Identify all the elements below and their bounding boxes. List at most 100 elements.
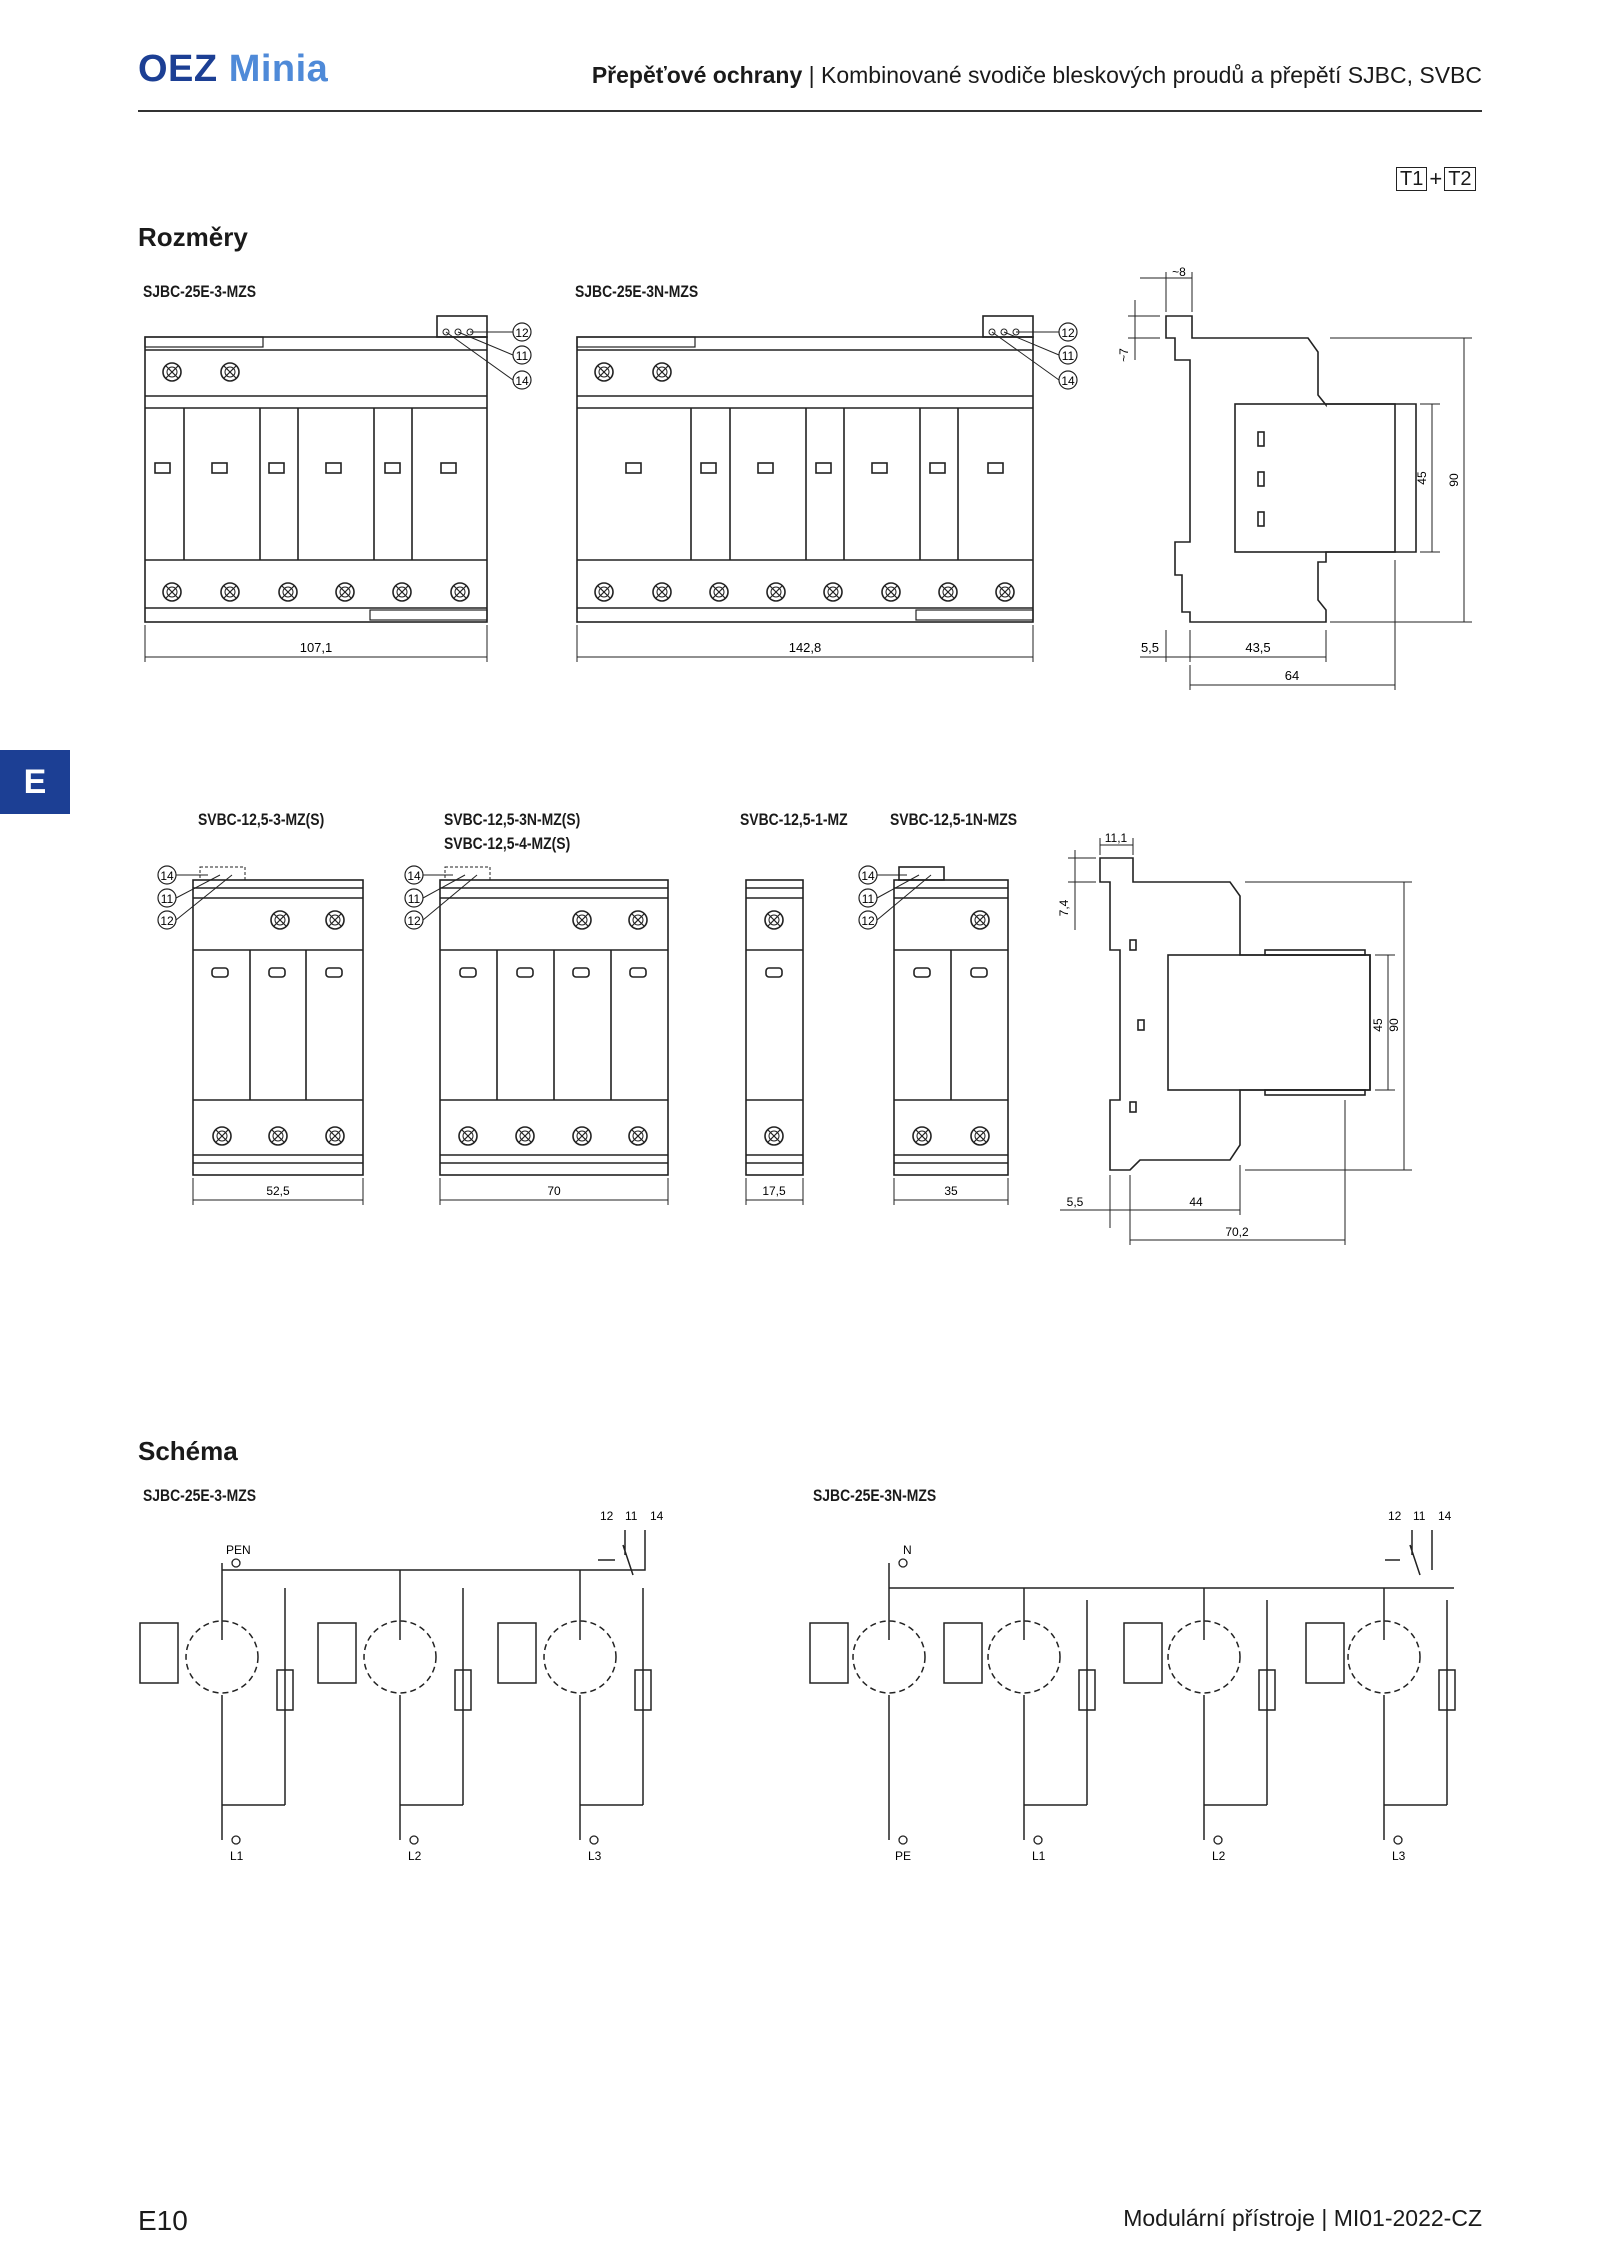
svbc-1n-width: 35 xyxy=(944,1184,958,1198)
svbc-3-screws xyxy=(212,910,345,1146)
svbc-3n-screws xyxy=(458,910,648,1146)
badge-plus: + xyxy=(1429,166,1443,191)
label-svbc-4: SVBC-12,5-4-MZ(S) xyxy=(444,834,571,853)
schema-left-l2: L2 xyxy=(408,1849,422,1863)
sjbc-side-view xyxy=(1165,315,1417,623)
schema-left-contact-11: 11 xyxy=(625,1509,638,1523)
sjbc-3-screws xyxy=(162,362,470,602)
badge-t2: T2 xyxy=(1444,167,1476,191)
sjbc-side-d-435: 43,5 xyxy=(1245,640,1270,655)
svbc-3-terminal-14: 14 xyxy=(160,869,174,883)
footer-text: Modulární přístroje | MI01-2022-CZ xyxy=(1123,2205,1482,2232)
svbc-3n-terminal-14: 14 xyxy=(407,869,421,883)
svbc-3-front xyxy=(192,866,364,1176)
schema-left-contact-14: 14 xyxy=(650,1509,664,1523)
label-sjbc-3n: SJBC-25E-3N-MZS xyxy=(575,282,699,301)
schema-right-contact-14: 14 xyxy=(1438,1509,1452,1523)
badge-t1: T1 xyxy=(1396,167,1428,191)
sjbc-3n-front xyxy=(576,315,1034,623)
dimensions-title: Rozměry xyxy=(138,222,248,252)
svbc-side-d-55: 5,5 xyxy=(1067,1195,1084,1209)
header-title-bold: Přepěťové ochrany xyxy=(591,62,803,88)
schema-title: Schéma xyxy=(138,1436,238,1466)
schema-left-pen-terminal xyxy=(231,1558,241,1568)
sjbc-3n-width: 142,8 xyxy=(789,640,822,655)
svbc-side-d-45: 45 xyxy=(1371,1018,1385,1032)
schema-right xyxy=(809,1530,1456,1840)
schema-left-l3: L3 xyxy=(588,1849,602,1863)
schema-right-pe-terminal xyxy=(898,1835,908,1845)
svbc-side-d-90: 90 xyxy=(1387,1018,1401,1032)
sjbc-3-dim xyxy=(144,625,488,662)
svbc-1n-terminal-11: 11 xyxy=(862,892,875,906)
sjbc-side-d-90: 90 xyxy=(1447,473,1461,487)
header-rule xyxy=(138,110,1482,112)
header-separator: | xyxy=(808,62,815,88)
schema-left-pen: PEN xyxy=(226,1543,251,1557)
section-side-tab: E xyxy=(0,750,70,814)
label-sjbc-3: SJBC-25E-3-MZS xyxy=(143,282,257,301)
svbc-3-callout-lines xyxy=(175,874,233,921)
svbc-1n-terminal-14: 14 xyxy=(861,869,875,883)
svbc-1n-dim xyxy=(893,1178,1009,1205)
label-schema-right: SJBC-25E-3N-MZS xyxy=(813,1486,937,1505)
svbc-3n-terminal-12: 12 xyxy=(407,914,421,928)
sjbc-3n-dim xyxy=(576,625,1034,662)
sjbc-3n-terminal-14: 14 xyxy=(1061,374,1075,388)
svbc-1-dim xyxy=(745,1178,804,1205)
schema-right-l1-terminal xyxy=(1033,1835,1043,1845)
brand-logo: OEZ Minia xyxy=(138,48,328,91)
schema-right-l2-terminal xyxy=(1213,1835,1223,1845)
footer-right-rest: MI01-2022-CZ xyxy=(1333,2205,1482,2231)
schema-right-pe: PE xyxy=(895,1849,911,1863)
sjbc-3n-terminal-11: 11 xyxy=(1062,349,1075,363)
svbc-1-width: 17,5 xyxy=(762,1184,786,1198)
sjbc-3-terminal-11: 11 xyxy=(516,349,529,363)
svbc-3-dim xyxy=(192,1178,364,1205)
svbc-1-screws xyxy=(764,910,784,1146)
footer-separator: | xyxy=(1321,2205,1328,2231)
schema-right-l2: L2 xyxy=(1212,1849,1226,1863)
svbc-side-d-74: 7,4 xyxy=(1057,899,1071,916)
brand-sub: Minia xyxy=(228,48,329,90)
label-svbc-3: SVBC-12,5-3-MZ(S) xyxy=(198,810,325,829)
sjbc-side-d-top: ~8 xyxy=(1172,265,1186,279)
schema-right-contact-12: 12 xyxy=(1388,1509,1402,1523)
schema-right-n-terminal xyxy=(898,1558,908,1568)
label-svbc-1: SVBC-12,5-1-MZ xyxy=(740,810,848,829)
label-svbc-3n: SVBC-12,5-3N-MZ(S) xyxy=(444,810,581,829)
header-title-rest: Kombinované svodiče bleskových proudů a … xyxy=(821,62,1482,88)
svbc-3n-terminal-11: 11 xyxy=(408,892,421,906)
svbc-side-d-111: 11,1 xyxy=(1105,831,1128,845)
svbc-3n-callout-lines xyxy=(422,874,478,921)
brand-main: OEZ xyxy=(138,48,218,90)
sjbc-side-d-55: 5,5 xyxy=(1141,640,1159,655)
sjbc-3-terminal-12: 12 xyxy=(515,326,529,340)
svbc-3-terminal-11: 11 xyxy=(161,892,174,906)
sjbc-3-front xyxy=(144,315,488,623)
sjbc-3-width: 107,1 xyxy=(300,640,333,655)
schema-left xyxy=(139,1530,652,1840)
sjbc-3n-screws xyxy=(594,362,1015,602)
schema-right-contact-11: 11 xyxy=(1413,1509,1426,1523)
svbc-3n-front xyxy=(439,866,669,1176)
svbc-1n-callout-lines xyxy=(876,874,932,921)
sjbc-side-d-64: 64 xyxy=(1285,668,1299,683)
sjbc-side-dims xyxy=(1128,272,1472,690)
svbc-side-d-44: 44 xyxy=(1189,1195,1203,1209)
schema-left-l2-terminal xyxy=(409,1835,419,1845)
schema-right-l1: L1 xyxy=(1032,1849,1046,1863)
schema-left-l1-terminal xyxy=(231,1835,241,1845)
sjbc-3n-terminal-12: 12 xyxy=(1061,326,1075,340)
svbc-side-view xyxy=(1099,857,1371,1171)
schema-right-n: N xyxy=(903,1543,912,1557)
svbc-1-front xyxy=(745,879,804,1176)
svbc-3-width: 52,5 xyxy=(266,1184,290,1198)
page-header-title: Přepěťové ochrany | Kombinované svodiče … xyxy=(592,62,1482,89)
label-svbc-1n: SVBC-12,5-1N-MZS xyxy=(890,810,1018,829)
svbc-side-dims xyxy=(1060,838,1412,1245)
sjbc-side-d-left: ~7 xyxy=(1117,348,1131,362)
sjbc-3-terminal-14: 14 xyxy=(515,374,529,388)
svbc-3-terminal-12: 12 xyxy=(160,914,174,928)
